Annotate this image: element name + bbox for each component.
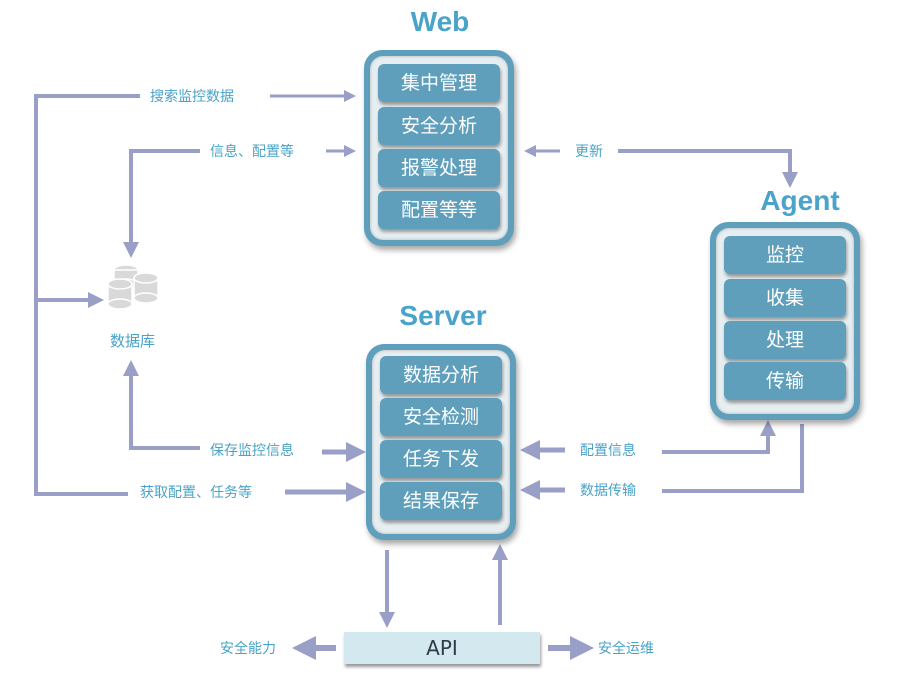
label-data-transfer: 数据传输 — [580, 483, 636, 499]
web-title: Web — [410, 6, 470, 37]
arrow-update-to-agent — [618, 149, 798, 188]
server-module: 数据分析 — [380, 356, 502, 394]
agent-module: 监控 — [724, 236, 846, 274]
agent-module: 传输 — [724, 362, 846, 400]
label-search-monitor-data: 搜索监控数据 — [150, 89, 234, 105]
server-module: 结果保存 — [380, 482, 502, 520]
server-module: 任务下发 — [380, 440, 502, 478]
web-module: 报警处理 — [378, 149, 500, 187]
label-info-config: 信息、配置等 — [210, 144, 294, 160]
arrow-info-config — [123, 149, 200, 258]
label-save-monitor-info: 保存监控信息 — [210, 443, 294, 459]
server-panel: 数据分析 安全检测 任务下发 结果保存 — [366, 344, 516, 540]
arrow-save-monitor-info — [123, 360, 200, 450]
label-config-info: 配置信息 — [580, 443, 636, 459]
label-security-ops: 安全运维 — [598, 641, 654, 657]
web-panel: 集中管理 安全分析 报警处理 配置等等 — [364, 50, 514, 246]
agent-module: 收集 — [724, 279, 846, 317]
web-module: 配置等等 — [378, 191, 500, 229]
web-module: 安全分析 — [378, 107, 500, 145]
api-box: API — [344, 632, 540, 664]
agent-title: Agent — [760, 185, 840, 216]
arrow-data-transfer-from-agent — [662, 424, 804, 493]
agent-panel: 监控 收集 处理 传输 — [710, 222, 860, 420]
agent-module: 处理 — [724, 321, 846, 359]
arrow-search-monitor-data — [34, 94, 140, 496]
label-get-config-tasks: 获取配置、任务等 — [140, 485, 252, 501]
label-security-capability: 安全能力 — [220, 641, 276, 657]
arrow-config-info-to-agent — [662, 420, 776, 454]
server-module: 安全检测 — [380, 398, 502, 436]
database-label: 数据库 — [110, 332, 156, 350]
server-title: Server — [399, 300, 487, 331]
database-icon — [107, 264, 159, 310]
web-module: 集中管理 — [378, 64, 500, 102]
label-update: 更新 — [575, 144, 603, 160]
